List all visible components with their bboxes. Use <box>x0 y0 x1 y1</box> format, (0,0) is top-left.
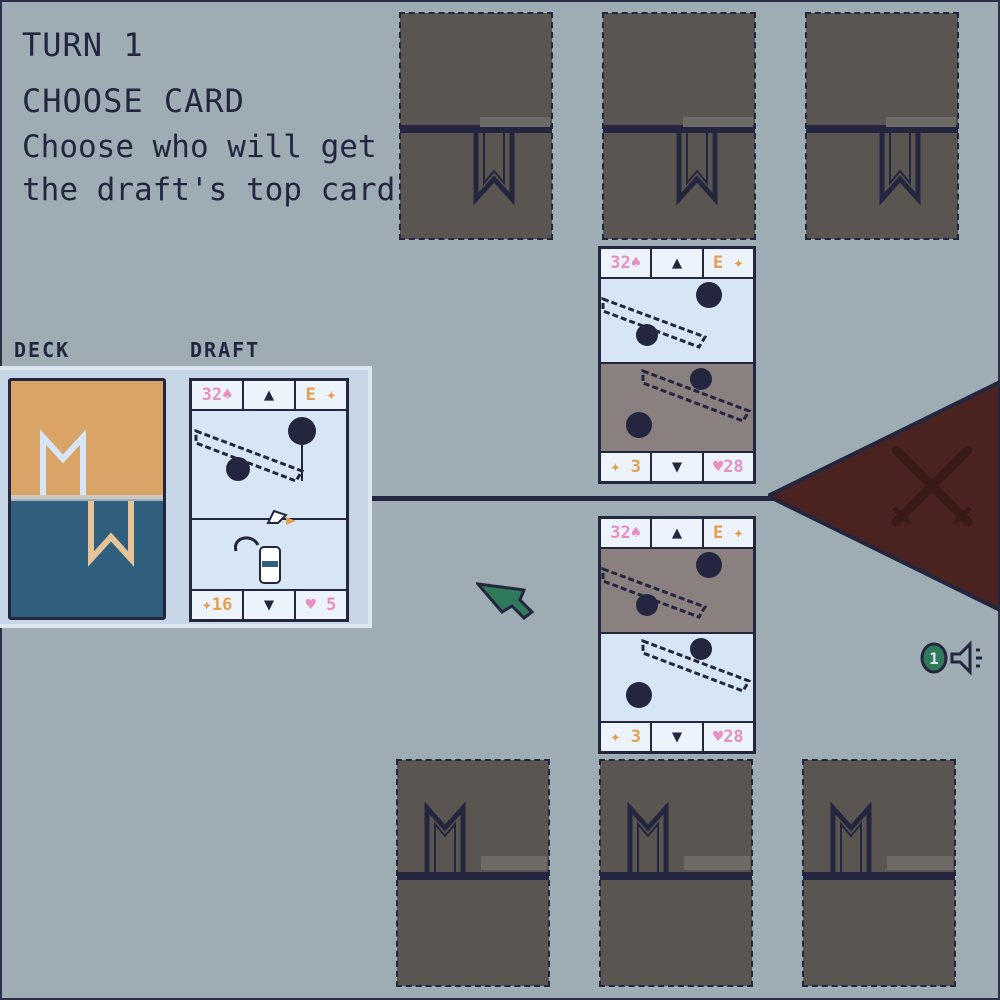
lane-divider <box>372 496 776 501</box>
card-bottom-stats: ✦ 3 ▼ ♥28 <box>601 721 753 751</box>
phase-instruction: Choose who will get the draft's top card <box>22 129 396 208</box>
card-cost-stat: ✦ 3 <box>601 453 653 481</box>
deck-pile[interactable] <box>8 378 166 620</box>
card-art <box>601 279 753 453</box>
card-back-emblem-icon <box>397 801 549 880</box>
card-energy-stat: E ✦ <box>712 253 744 273</box>
card-shield-stat: ▼ <box>244 591 296 619</box>
card-back-emblem-icon <box>806 117 958 206</box>
card-top-stats: 32♠ ▲ E ✦ <box>601 249 753 279</box>
card-art <box>601 549 753 721</box>
card-back-emblem-icon <box>400 117 552 206</box>
pointer-cursor-icon <box>476 582 534 620</box>
card-shield-stat: ▼ <box>652 723 704 751</box>
card-bottom-stats: ✦ 3 ▼ ♥28 <box>601 451 753 481</box>
card-attack-stat: 32♠ <box>601 249 653 277</box>
card-health-stat: ♥28 <box>712 457 744 477</box>
phase-title: CHOOSE CARD <box>22 82 245 120</box>
card-illustration-icon <box>601 549 753 708</box>
draft-label: DRAFT <box>190 338 261 362</box>
sound-toggle-icon[interactable]: 1 <box>918 640 988 676</box>
card-shield-stat: ▼ <box>652 453 704 481</box>
card-energy-stat: E ✦ <box>305 385 337 405</box>
card-type-stat: ▲ <box>652 519 704 547</box>
card-bottom-stats: ✦16 ▼ ♥ 5 <box>192 589 346 619</box>
card-type-stat: ▲ <box>652 249 704 277</box>
turn-counter: TURN 1 <box>22 26 144 64</box>
opponent-card-slot-3 <box>805 12 959 240</box>
card-top-stats: 32♠ ▲ E ✦ <box>601 519 753 549</box>
opponent-card-slot-1 <box>399 12 553 240</box>
card-attack-stat: 32♠ <box>601 519 653 547</box>
card-top-stats: 32♠ ▲ E ✦ <box>192 381 346 411</box>
deck-label: DECK <box>14 338 71 362</box>
card-type-stat: ▲ <box>244 381 296 409</box>
sound-badge-count: 1 <box>929 649 939 668</box>
card-health-stat: ♥28 <box>712 727 744 747</box>
draft-top-card[interactable]: 32♠ ▲ E ✦ ✦16 ▼ ♥ 5 <box>189 378 349 622</box>
card-health-stat: ♥ 5 <box>305 595 337 615</box>
card-back-emblem-icon <box>603 117 755 206</box>
card-cost-stat: ✦ 3 <box>601 723 653 751</box>
card-art <box>192 411 346 584</box>
player-card-slot-2[interactable] <box>599 759 753 987</box>
enemy-crossed-swords-icon[interactable] <box>768 380 1000 612</box>
deck-emblem-icon <box>11 429 163 567</box>
card-energy-stat: E ✦ <box>712 523 744 543</box>
player-card-slot-3[interactable] <box>802 759 956 987</box>
player-card-slot-1[interactable] <box>396 759 550 987</box>
card-illustration-icon <box>601 282 753 453</box>
card-illustration-icon <box>192 417 346 584</box>
card-back-emblem-icon <box>600 801 752 880</box>
card-back-emblem-icon <box>803 801 955 880</box>
lane-card-player[interactable]: 32♠ ▲ E ✦ ✦ 3 ▼ ♥28 <box>598 516 756 754</box>
card-cost-stat: ✦16 <box>192 591 244 619</box>
card-attack-stat: 32♠ <box>192 381 244 409</box>
lane-card-opponent[interactable]: 32♠ ▲ E ✦ ✦ 3 ▼ ♥28 <box>598 246 756 484</box>
opponent-card-slot-2 <box>602 12 756 240</box>
